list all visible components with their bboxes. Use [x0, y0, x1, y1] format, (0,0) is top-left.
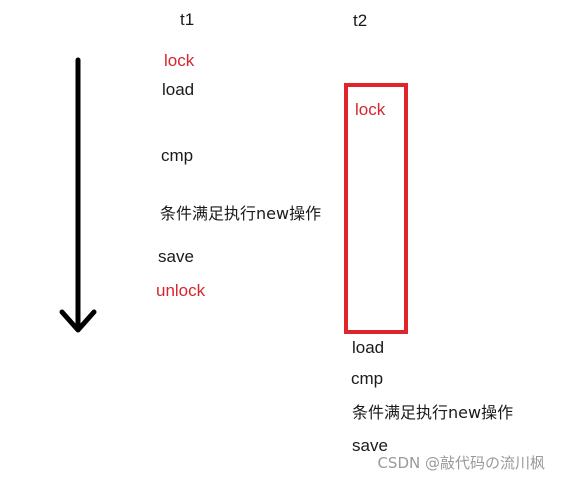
t1-save: save — [158, 247, 194, 266]
t1-cmp: cmp — [161, 146, 194, 165]
t2-cmp: cmp — [351, 369, 384, 388]
watermark: CSDN @敲代码の流川枫 — [377, 454, 545, 472]
t1-load: load — [162, 80, 195, 99]
column-header-t1: t1 — [180, 10, 195, 29]
t2-lock: lock — [355, 100, 386, 119]
t2-lock-wait-box — [344, 83, 408, 334]
t1-unlock: unlock — [156, 281, 206, 300]
t2-new-operation: 条件满足执行new操作 — [352, 403, 514, 422]
t1-new-operation: 条件满足执行new操作 — [160, 204, 322, 223]
t2-load: load — [352, 338, 385, 357]
column-header-t2: t2 — [353, 11, 368, 30]
t2-save: save — [352, 436, 388, 455]
t1-lock: lock — [164, 51, 195, 70]
